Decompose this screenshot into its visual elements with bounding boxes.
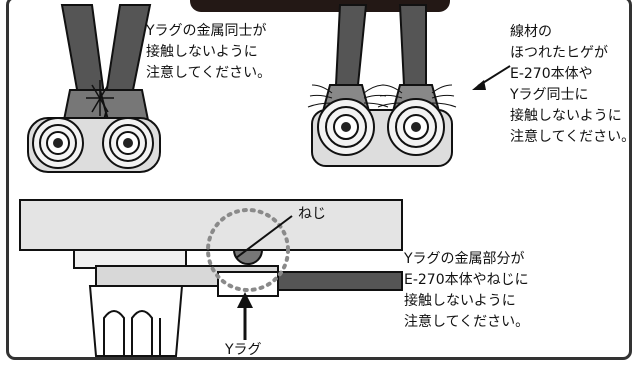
frayed-wire-illustration <box>307 4 511 167</box>
note-lug-metal: Yラグの金属部分が E-270本体やねじに 接触しないように 注意してください。 <box>404 251 530 330</box>
title-banner <box>190 0 450 12</box>
note-lugs-touching: Yラグの金属同士が 接触しないように 注意してください。 <box>146 23 272 81</box>
ylug-label: Yラグ <box>225 342 262 358</box>
note-frayed-wires: 線材の ほつれたヒゲが E-270本体や Yラグ同士に 接触しないように 注意し… <box>510 24 636 145</box>
lug-pair-touching-illustration <box>27 4 161 173</box>
side-view-illustration <box>19 199 403 357</box>
screw-label: ねじ <box>298 206 326 222</box>
illustration-frame <box>6 0 632 360</box>
